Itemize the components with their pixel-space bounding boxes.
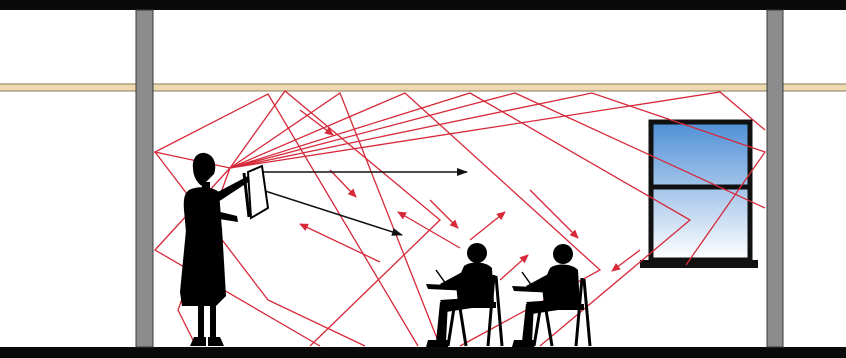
reflection-arrow xyxy=(299,109,334,136)
reflection-ray xyxy=(229,91,766,169)
reflected-sound-paths xyxy=(153,90,767,347)
reflection-ray xyxy=(229,92,766,209)
roof-slab xyxy=(0,0,846,10)
reflection-arrow xyxy=(299,223,381,263)
reflection-ray xyxy=(229,92,692,347)
reflection-arrow xyxy=(429,199,459,229)
reflection-ray xyxy=(229,92,767,266)
right-column xyxy=(766,9,784,348)
window-icon xyxy=(640,119,758,268)
ceiling-plane xyxy=(0,83,846,92)
left-column xyxy=(135,9,154,348)
reflection-arrow xyxy=(611,249,641,272)
floor-slab xyxy=(0,347,846,358)
reflection-arrow xyxy=(329,169,357,198)
seated-student-icon xyxy=(426,243,504,347)
teacher-silhouette-icon xyxy=(180,152,250,346)
reflection-arrow xyxy=(499,254,529,281)
reflection-arrow xyxy=(397,211,461,249)
reflection-arrow xyxy=(469,211,506,241)
direct-sound-arrow xyxy=(261,189,403,236)
reflection-ray xyxy=(229,90,441,347)
seated-student-icon xyxy=(512,244,592,347)
reflection-ray xyxy=(153,167,321,347)
reflection-ray xyxy=(229,92,441,347)
direct-sound-paths xyxy=(261,168,468,236)
sound-reflector-panel-icon xyxy=(242,164,270,220)
reflection-arrow xyxy=(529,189,579,239)
reflection-ray xyxy=(153,93,419,347)
